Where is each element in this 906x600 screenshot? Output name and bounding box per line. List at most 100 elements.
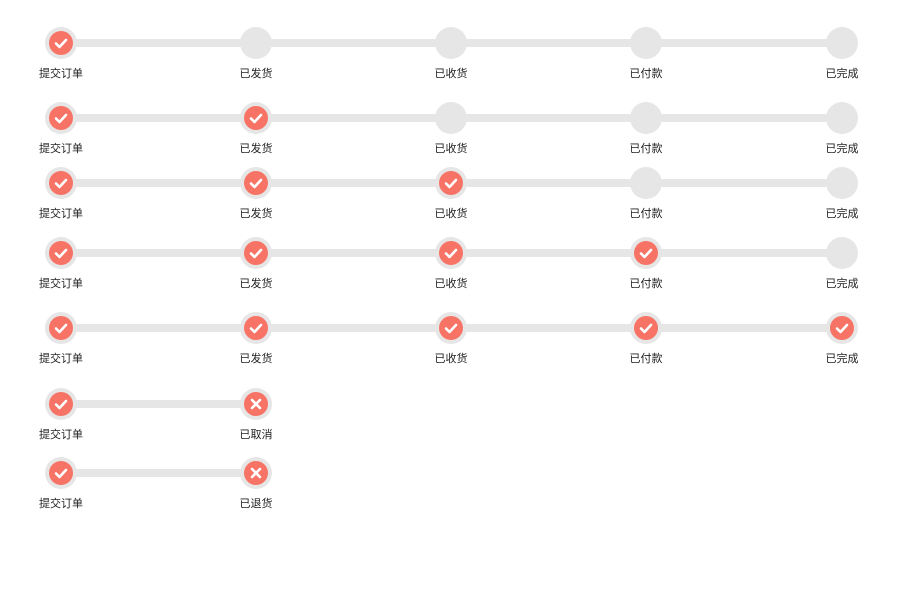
step-node <box>45 237 77 269</box>
check-icon <box>439 171 463 195</box>
step-node <box>45 27 77 59</box>
close-icon <box>244 461 268 485</box>
step-node <box>240 27 272 59</box>
step-label: 已发货 <box>239 67 273 80</box>
order-tracker: 提交订单 已发货 已收货 已付款 已完成 <box>0 167 906 220</box>
step-node <box>630 27 662 59</box>
check-icon <box>244 241 268 265</box>
progress-step: 已发货 <box>211 237 301 290</box>
step-label: 已付款 <box>629 352 663 365</box>
progress-step: 已完成 <box>797 27 887 80</box>
order-tracker: 提交订单 已取消 <box>0 388 906 441</box>
step-label: 提交订单 <box>39 428 83 441</box>
progress-step: 已付款 <box>601 312 691 365</box>
check-icon <box>49 392 73 416</box>
order-tracker: 提交订单 已发货 已收货 已付款 已完成 <box>0 102 906 155</box>
step-node <box>45 102 77 134</box>
step-node <box>435 102 467 134</box>
step-node <box>240 388 272 420</box>
check-icon <box>244 316 268 340</box>
progress-step: 已收货 <box>406 312 496 365</box>
step-label: 已付款 <box>629 207 663 220</box>
progress-step: 提交订单 <box>16 457 106 510</box>
step-label: 提交订单 <box>39 277 83 290</box>
progress-step: 提交订单 <box>16 388 106 441</box>
step-node <box>630 167 662 199</box>
step-label: 已发货 <box>239 352 273 365</box>
order-tracker: 提交订单 已发货已收货 已付款 已完成 <box>0 237 906 290</box>
step-node <box>435 167 467 199</box>
step-node <box>45 167 77 199</box>
step-label: 已发货 <box>239 142 273 155</box>
progress-step: 已收货 <box>406 167 496 220</box>
progress-track <box>61 469 256 477</box>
progress-step: 已付款 <box>601 102 691 155</box>
step-label: 已完成 <box>825 277 859 290</box>
progress-step: 已发货 <box>211 312 301 365</box>
progress-step: 已收货 <box>406 237 496 290</box>
order-tracker: 提交订单 已退货 <box>0 457 906 510</box>
step-label: 已发货 <box>239 207 273 220</box>
progress-step: 已退货 <box>211 457 301 510</box>
step-node <box>240 237 272 269</box>
step-node <box>435 237 467 269</box>
step-label: 已收货 <box>434 142 468 155</box>
progress-step: 已取消 <box>211 388 301 441</box>
step-node <box>630 102 662 134</box>
step-node <box>45 312 77 344</box>
check-icon <box>634 241 658 265</box>
step-label: 已完成 <box>825 142 859 155</box>
step-node <box>435 312 467 344</box>
progress-step: 提交订单 <box>16 312 106 365</box>
step-label: 已取消 <box>239 428 273 441</box>
progress-step: 已发货 <box>211 102 301 155</box>
step-node <box>240 102 272 134</box>
step-label: 已付款 <box>629 277 663 290</box>
progress-step: 提交订单 <box>16 167 106 220</box>
progress-step: 已付款 <box>601 27 691 80</box>
step-label: 已收货 <box>434 207 468 220</box>
check-icon <box>49 31 73 55</box>
progress-step: 提交订单 <box>16 27 106 80</box>
step-node <box>826 312 858 344</box>
check-icon <box>49 106 73 130</box>
progress-step: 已完成 <box>797 312 887 365</box>
step-label: 已收货 <box>434 352 468 365</box>
progress-step: 提交订单 <box>16 237 106 290</box>
step-label: 已完成 <box>825 67 859 80</box>
step-label: 提交订单 <box>39 207 83 220</box>
check-icon <box>439 316 463 340</box>
check-icon <box>49 461 73 485</box>
check-icon <box>244 106 268 130</box>
progress-step: 已完成 <box>797 102 887 155</box>
step-label: 提交订单 <box>39 142 83 155</box>
progress-step: 已收货 <box>406 27 496 80</box>
step-node <box>826 167 858 199</box>
close-icon <box>244 392 268 416</box>
step-label: 已付款 <box>629 142 663 155</box>
step-node <box>435 27 467 59</box>
progress-step: 已完成 <box>797 167 887 220</box>
step-node <box>630 237 662 269</box>
progress-step: 已收货 <box>406 102 496 155</box>
step-node <box>826 27 858 59</box>
check-icon <box>439 241 463 265</box>
step-label: 已付款 <box>629 67 663 80</box>
step-label: 提交订单 <box>39 67 83 80</box>
order-tracker: 提交订单 已发货 已收货已付款 已完成 <box>0 27 906 80</box>
progress-step: 已付款 <box>601 237 691 290</box>
progress-step: 已发货 <box>211 167 301 220</box>
order-tracker: 提交订单 已发货 已收货 已付款 已完成 <box>0 312 906 365</box>
step-label: 提交订单 <box>39 352 83 365</box>
check-icon <box>830 316 854 340</box>
step-node <box>240 312 272 344</box>
step-node <box>630 312 662 344</box>
step-node <box>826 237 858 269</box>
check-icon <box>49 241 73 265</box>
progress-step: 已发货 <box>211 27 301 80</box>
step-node <box>45 457 77 489</box>
progress-step: 提交订单 <box>16 102 106 155</box>
check-icon <box>49 171 73 195</box>
step-label: 已收货 <box>434 277 468 290</box>
step-label: 已完成 <box>825 207 859 220</box>
